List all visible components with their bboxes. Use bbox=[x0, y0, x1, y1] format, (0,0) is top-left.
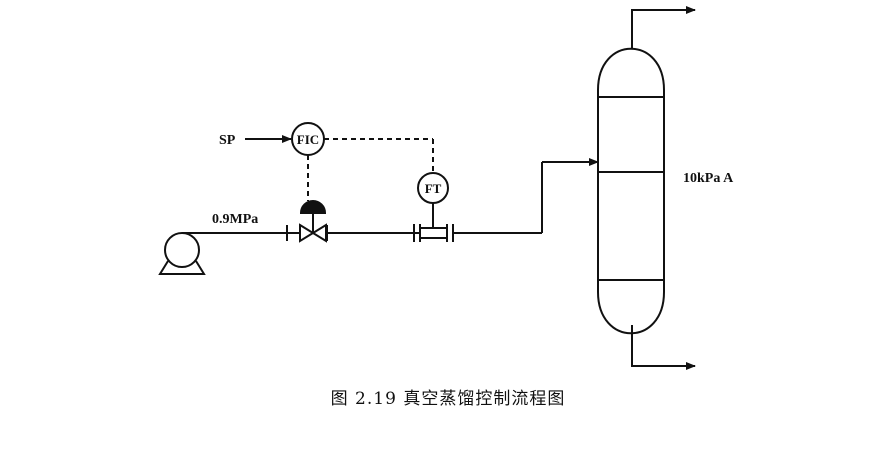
control-valve-icon bbox=[299, 200, 327, 243]
figure-caption: 图 2.19 真空蒸馏控制流程图 bbox=[330, 389, 566, 409]
fic-label: FIC bbox=[297, 132, 319, 147]
overhead-outlet bbox=[631, 6, 696, 48]
signal-lines bbox=[307, 138, 434, 201]
setpoint-label: SP bbox=[219, 133, 236, 148]
flow-element-icon bbox=[413, 203, 454, 242]
fic-controller: FIC bbox=[291, 122, 325, 156]
distillation-column bbox=[597, 47, 665, 335]
column-pressure-label: 10kPa A bbox=[683, 171, 734, 186]
pump-icon bbox=[158, 232, 300, 275]
ft-transmitter: FT bbox=[417, 172, 449, 204]
supply-pressure-label: 0.9MPa bbox=[212, 212, 258, 227]
ft-label: FT bbox=[425, 181, 442, 196]
bottoms-outlet bbox=[631, 325, 696, 370]
process-line bbox=[286, 162, 543, 241]
